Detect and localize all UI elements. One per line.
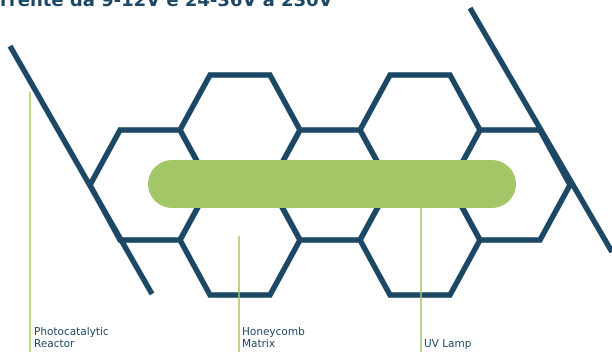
label-photocatalytic-reactor: Photocatalytic Reactor	[34, 326, 109, 350]
reactor-frame	[7, 6, 612, 298]
label-line: Reactor	[34, 338, 75, 350]
callout-leaders	[29, 92, 422, 352]
label-line: Matrix	[242, 338, 276, 350]
reactor-left-wall	[7, 44, 155, 296]
label-line: UV Lamp	[424, 338, 472, 350]
page-heading: rrente da 9-12V e 24-36V a 230V	[0, 0, 333, 11]
uv-lamp	[148, 160, 516, 208]
label-line: Photocatalytic	[34, 326, 109, 338]
label-uv-lamp: UV Lamp	[424, 338, 471, 350]
label-honeycomb-matrix: Honeycomb Matrix	[242, 326, 305, 350]
label-line: Honeycomb	[242, 326, 305, 338]
uv-lamp-tube	[148, 160, 516, 208]
reactor-right-wall	[467, 6, 612, 254]
